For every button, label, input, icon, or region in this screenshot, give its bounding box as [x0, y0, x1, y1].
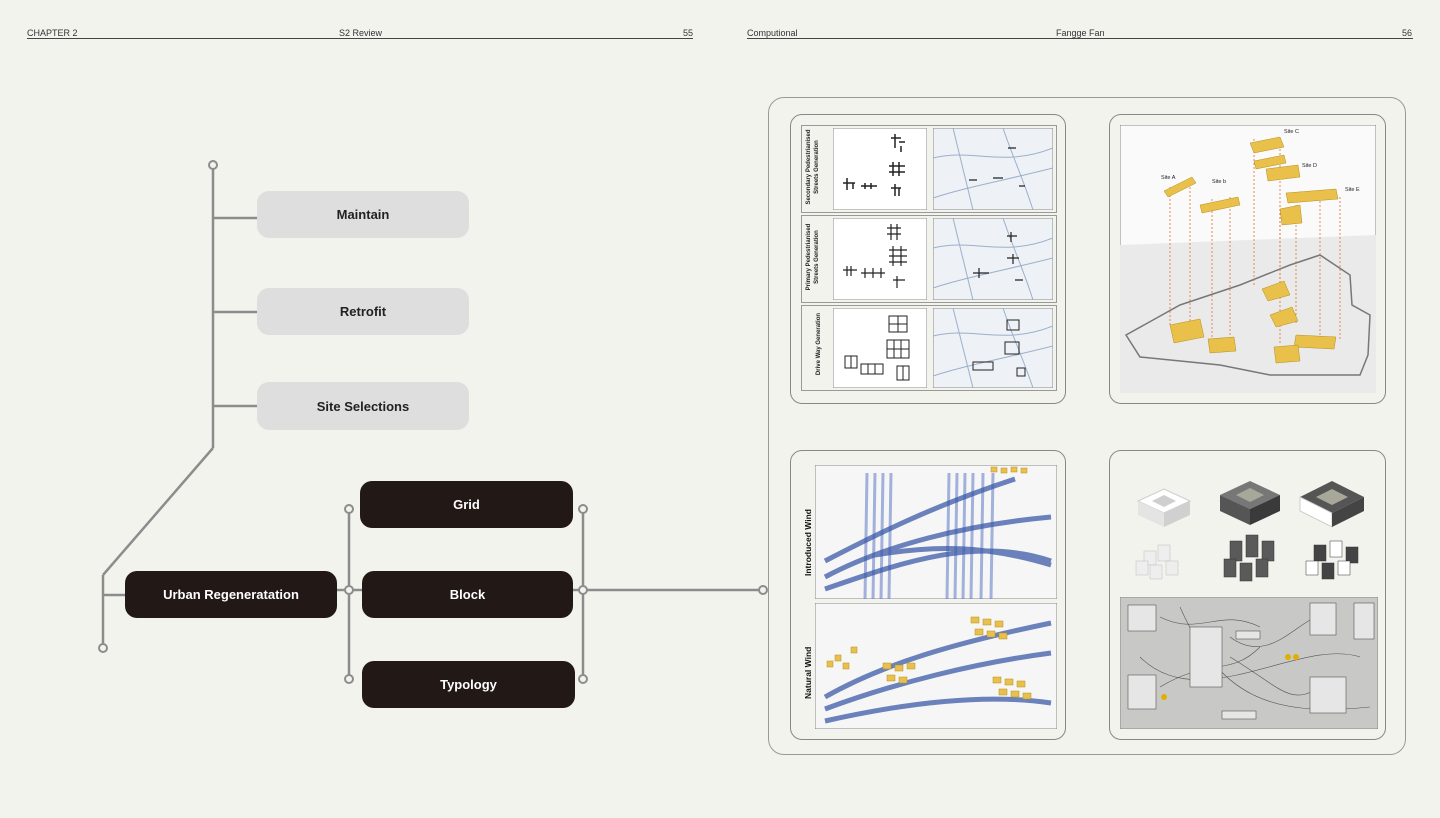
typology-panel: [1109, 450, 1386, 740]
street-generation-panel: Secondary Pedestrianised Streets Generat…: [790, 114, 1066, 404]
node-block: Block: [362, 571, 573, 618]
node-urban-regeneration: Urban Regeneratation: [125, 571, 337, 618]
secondary-streets-map: [933, 128, 1053, 210]
site-a-label: Site A: [1161, 175, 1176, 181]
author-label: Fangge Fan: [1056, 28, 1105, 38]
node-retrofit: Retrofit: [257, 288, 469, 335]
site-b-label: Site b: [1212, 179, 1227, 185]
node-site-selections: Site Selections: [257, 382, 469, 430]
wind-analysis-panel: Introduced Wind Natural Wind: [790, 450, 1066, 740]
topic-label: Computional: [747, 28, 798, 38]
site-selection-axonometric: [1120, 125, 1376, 393]
page-number-right: 56: [1402, 28, 1413, 38]
natural-wind-label: Natural Wind: [803, 646, 813, 699]
page-number-left: 55: [683, 28, 694, 38]
row-label-primary: Primary Pedestrianised Streets Generatio…: [806, 223, 820, 291]
generation-row-2: [801, 215, 1057, 303]
primary-streets-map: [933, 218, 1053, 300]
natural-wind-map: [815, 603, 1057, 729]
secondary-streets-diagram: [833, 128, 927, 210]
chapter-label: CHAPTER 2: [27, 28, 78, 38]
primary-streets-diagram: [833, 218, 927, 300]
node-grid: Grid: [360, 481, 573, 528]
site-e-label: Site E: [1345, 187, 1360, 193]
site-selection-panel: Site A Site b Site C Site D Site E: [1109, 114, 1386, 404]
site-d-label: Site D: [1302, 163, 1317, 169]
driveway-diagram: [833, 308, 927, 388]
row-label-secondary: Secondary Pedestrianised Streets Generat…: [806, 129, 820, 205]
figure-frame: [768, 97, 1406, 755]
header-rule-right: [747, 38, 1413, 39]
node-typology: Typology: [362, 661, 575, 708]
header-rule-left: [27, 38, 693, 39]
section-label: S2 Review: [339, 28, 383, 38]
introduced-wind-map: [815, 465, 1057, 599]
site-c-label: Site C: [1284, 129, 1299, 135]
grasshopper-script: [1120, 597, 1378, 729]
node-maintain: Maintain: [257, 191, 469, 238]
row-label-driveway: Drive Way Generation: [816, 312, 822, 376]
introduced-wind-label: Introduced Wind: [803, 509, 813, 576]
generation-row-3: [801, 305, 1057, 391]
typology-models: [1135, 481, 1364, 582]
driveway-map: [933, 308, 1053, 388]
generation-row-1: [801, 125, 1057, 213]
